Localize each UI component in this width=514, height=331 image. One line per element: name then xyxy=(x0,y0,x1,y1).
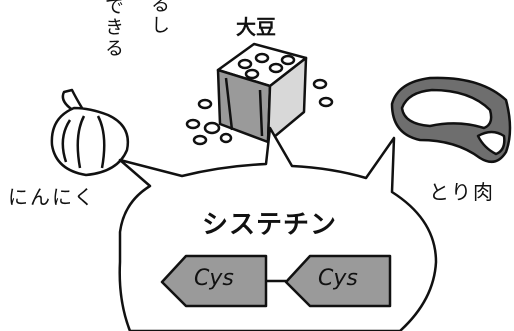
soybean-label: 大豆 xyxy=(236,15,276,39)
meat-icon xyxy=(390,76,512,164)
cysteine-title: システチン xyxy=(202,210,338,240)
meat-label: とり肉 xyxy=(429,180,495,204)
vertical-text-line2: できる xyxy=(102,0,124,59)
soybean-box-icon xyxy=(185,42,334,146)
garlic-icon xyxy=(50,88,130,177)
vertical-text-line1: るし xyxy=(148,0,170,36)
cys-label-1: Cys xyxy=(194,266,234,291)
garlic-label: にんにく xyxy=(8,185,96,209)
amino-acid-arrow-icon xyxy=(284,254,392,308)
cys-label-2: Cys xyxy=(318,266,358,291)
cys-chain xyxy=(160,254,392,308)
